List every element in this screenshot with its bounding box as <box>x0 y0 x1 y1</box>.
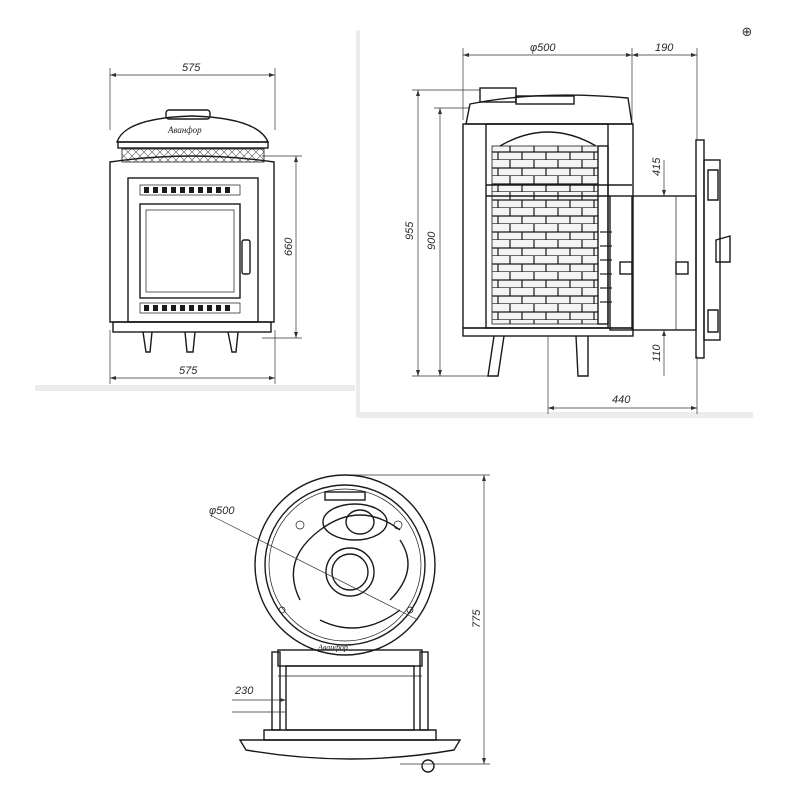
side-offset-label: 190 <box>655 42 674 54</box>
top-logo: Аванфор <box>317 643 348 652</box>
panel-divider <box>356 30 360 418</box>
side-diameter-label: φ500 <box>530 42 556 54</box>
top-view: 775 Аванфор φ500 230 <box>209 474 490 773</box>
top-diameter-label: φ500 <box>209 505 235 517</box>
front-height-label: 660 <box>283 237 295 256</box>
panel-strip-right <box>360 412 753 418</box>
front-logo: Аванфор <box>167 125 202 135</box>
side-total-height-label: 955 <box>404 221 416 240</box>
front-width-top-label: 575 <box>182 62 201 74</box>
top-length-label: 775 <box>471 609 483 628</box>
side-base-label: 110 <box>651 344 663 362</box>
top-tunnel-width-label: 230 <box>234 685 254 697</box>
side-length-label: 440 <box>612 394 631 406</box>
front-view: 575 Аванфор 660 <box>109 62 302 384</box>
side-door-height-label: 415 <box>651 157 663 176</box>
zoom-in-icon[interactable]: ⊕ <box>741 25 753 40</box>
front-width-bottom-label: 575 <box>179 365 198 377</box>
panel-strip-left <box>35 385 355 391</box>
side-view: φ500 190 955 900 <box>404 42 731 414</box>
side-body-height-label: 900 <box>426 231 438 250</box>
